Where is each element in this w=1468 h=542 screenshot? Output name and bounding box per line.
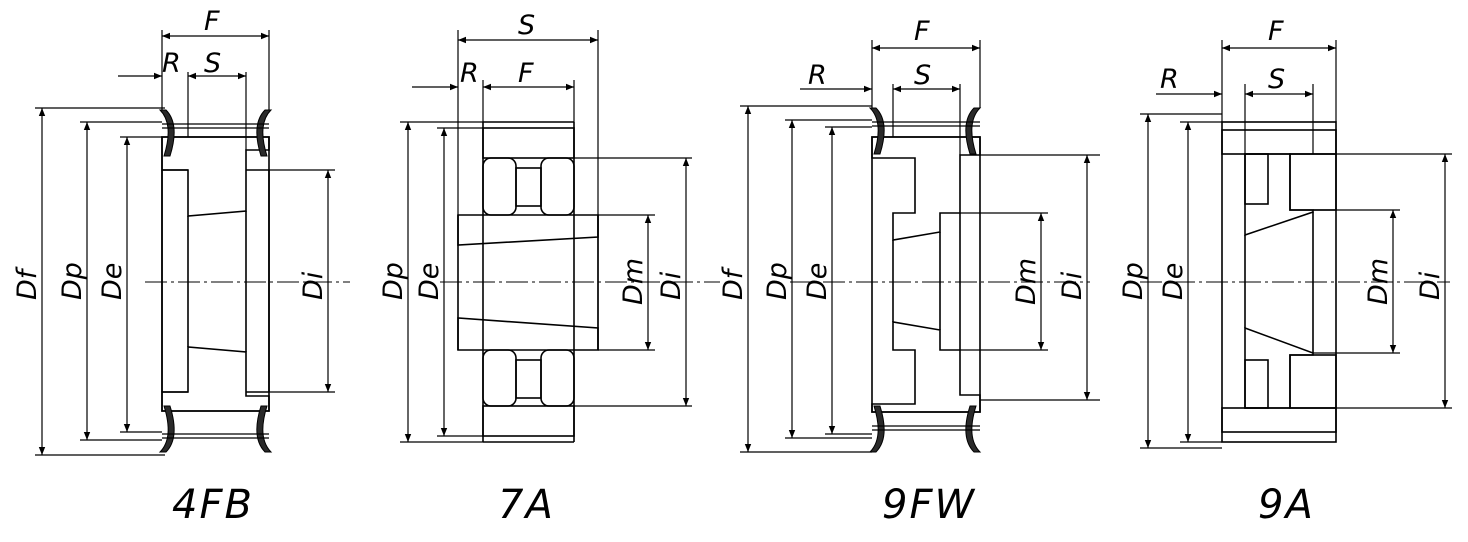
hatched-section-bottom [161, 346, 270, 412]
drawing-7a: S R F Dp De Dm Di 7A [378, 10, 720, 528]
dim-label-df: Df [12, 266, 43, 300]
dim-label-dm: Dm [618, 258, 649, 305]
dim-label-dm: Dm [1363, 258, 1394, 305]
flange-left-top [868, 107, 885, 155]
flange-right-top [965, 107, 982, 155]
rim-section-bottom [1221, 407, 1337, 433]
dim-label-df: Df [718, 266, 749, 300]
dim-label-dm: Dm [1011, 258, 1042, 305]
dim-label-s: S [914, 60, 931, 91]
pulley-body-outline [161, 136, 270, 412]
dim-label-dp: Dp [57, 262, 88, 300]
dim-label-r: R [808, 60, 827, 91]
flange-left-bottom [868, 405, 885, 453]
dim-label-de: De [414, 263, 445, 300]
pulley-body-outline [871, 136, 981, 413]
dim-label-r: R [162, 48, 181, 79]
dim-label-di: Di [1415, 271, 1446, 300]
drawing-9fw: F R S Df Dp De Dm Di 9FW [718, 16, 1100, 528]
dim-label-de: De [802, 263, 833, 300]
web-section-top [1244, 153, 1314, 237]
web-section-bottom [1244, 326, 1314, 409]
rim-section-top [1221, 129, 1337, 155]
dim-label-dp: Dp [378, 262, 409, 300]
dim-label-di: Di [1057, 271, 1088, 300]
flange-left-top [158, 109, 175, 157]
rim-section-top [482, 127, 575, 159]
dim-label-r: R [460, 58, 479, 89]
dim-label-f: F [204, 6, 220, 37]
hub-section-bottom [457, 317, 599, 351]
dim-label-s: S [204, 48, 221, 79]
rim-section-bottom [482, 405, 575, 437]
dim-label-di: Di [298, 271, 329, 300]
dim-label-dp: Dp [762, 262, 793, 300]
dim-label-r: R [1160, 64, 1179, 95]
hatched-section-top [161, 136, 270, 217]
hatched-section-top [871, 136, 981, 241]
dim-label-dp: Dp [1118, 262, 1149, 300]
dim-label-s: S [1268, 64, 1285, 95]
dim-label-de: De [1158, 263, 1189, 300]
dim-label-f: F [518, 58, 534, 89]
caption-4fb: 4FB [172, 482, 254, 528]
drawing-9a: F R S Dp De Dm Di 9A [1118, 16, 1452, 528]
flange-right-bottom [256, 405, 273, 453]
flange-left-bottom [158, 405, 175, 453]
dim-label-f: F [914, 16, 930, 47]
drawing-4fb: F R S Df Dp De Di 4FB [12, 6, 350, 528]
hub-section-top [457, 214, 599, 246]
caption-9fw: 9FW [882, 482, 976, 528]
caption-7a: 7A [498, 482, 555, 528]
hatched-section-bottom [871, 321, 981, 413]
dim-label-s: S [518, 10, 535, 41]
caption-9a: 9A [1258, 482, 1315, 528]
pulley-body-outline [1221, 121, 1337, 443]
dim-label-f: F [1268, 16, 1284, 47]
dim-label-di: Di [656, 271, 687, 300]
dim-label-de: De [97, 263, 128, 300]
flange-right-bottom [965, 405, 982, 453]
flange-right-top [256, 109, 273, 157]
